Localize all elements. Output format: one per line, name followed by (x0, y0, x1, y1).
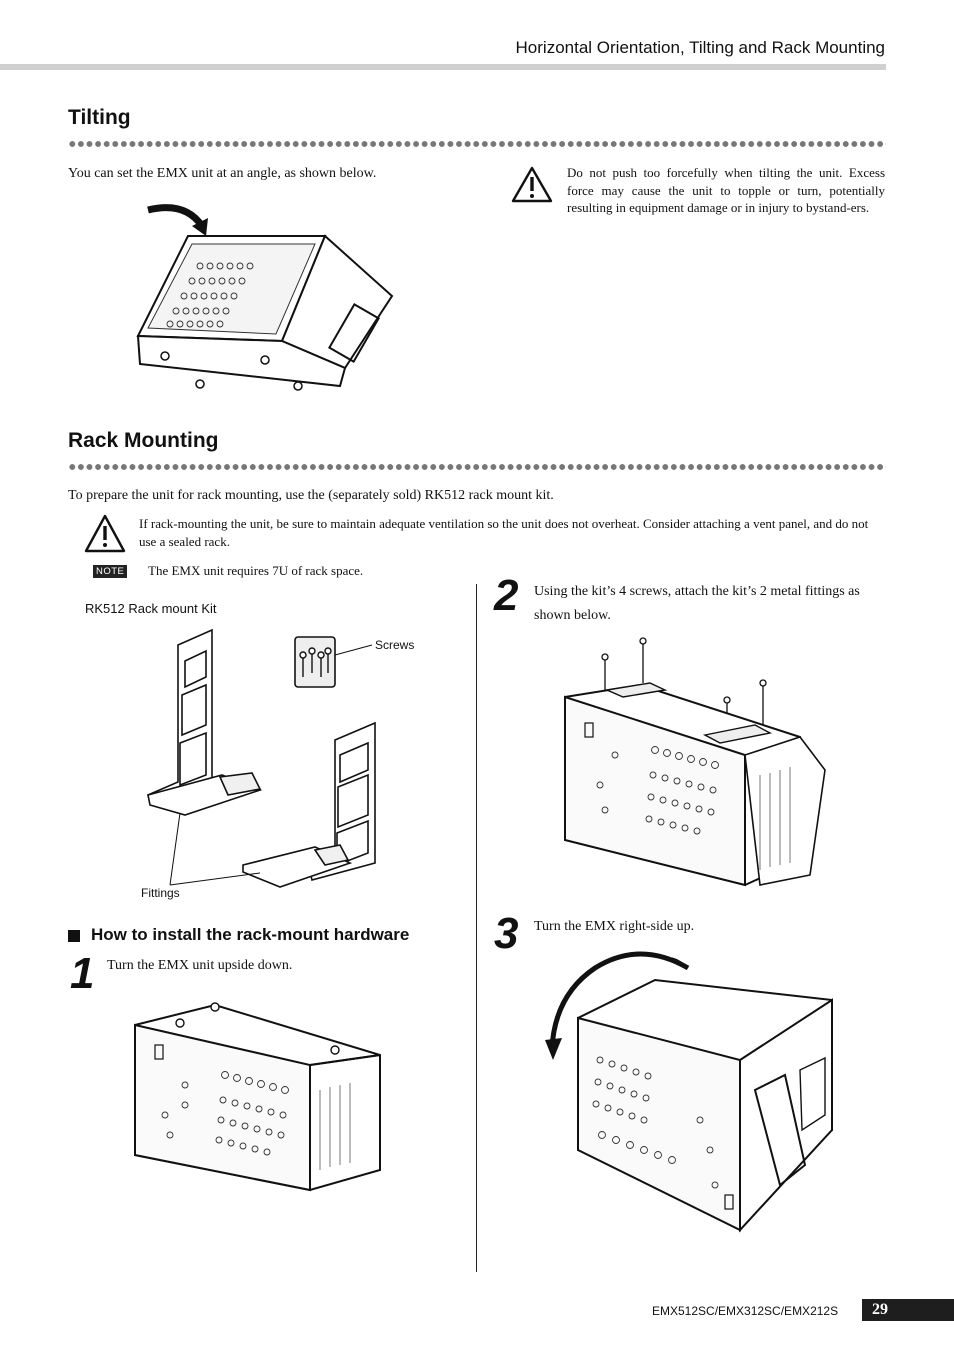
square-bullet-icon (68, 930, 80, 942)
rack-mounting-heading: Rack Mounting (68, 429, 219, 452)
step-number: 1 (70, 949, 95, 998)
tilted-unit-illustration (136, 204, 394, 391)
warning-triangle-icon (511, 166, 553, 203)
turn-right-side-up-illustration (545, 951, 833, 1233)
step-1-text: Turn the EMX unit upside down. (107, 958, 293, 973)
warning-triangle-icon (84, 514, 126, 553)
step-3-text: Turn the EMX right-side up. (534, 919, 695, 934)
screws-label: Screws (375, 638, 415, 652)
tilting-warning-text: Do not push too forcefully when tilting … (567, 165, 885, 215)
rack-intro: To prepare the unit for rack mounting, u… (68, 488, 554, 503)
page-number-tab: 29 (862, 1299, 954, 1321)
dotted-divider (68, 462, 886, 472)
tilting-intro: You can set the EMX unit at an angle, as… (68, 166, 377, 181)
note-badge: NOTE (93, 565, 128, 578)
rack-kit-illustration (147, 628, 376, 888)
running-header: Horizontal Orientation, Tilting and Rack… (515, 38, 885, 57)
note-text: The EMX unit requires 7U of rack space. (148, 563, 364, 578)
step-2-text: Using the kit’s 4 screws, attach the kit… (534, 584, 860, 623)
upside-down-unit-illustration (134, 1002, 381, 1192)
tilting-heading: Tilting (68, 106, 131, 129)
header-rule (0, 64, 886, 70)
footer-model-names: EMX512SC/EMX312SC/EMX212S (652, 1304, 839, 1318)
fittings-label: Fittings (141, 886, 180, 900)
step-number: 2 (494, 571, 519, 620)
rack-warning-text: If rack-mounting the unit, be sure to ma… (139, 516, 869, 549)
install-heading: How to install the rack-mount hardware (91, 925, 410, 944)
kit-caption: RK512 Rack mount Kit (85, 601, 217, 616)
fittings-attach-illustration (564, 637, 826, 887)
page-number: 29 (872, 1301, 888, 1318)
dotted-divider (68, 139, 886, 149)
column-divider (476, 584, 477, 1272)
step-number: 3 (494, 909, 519, 958)
